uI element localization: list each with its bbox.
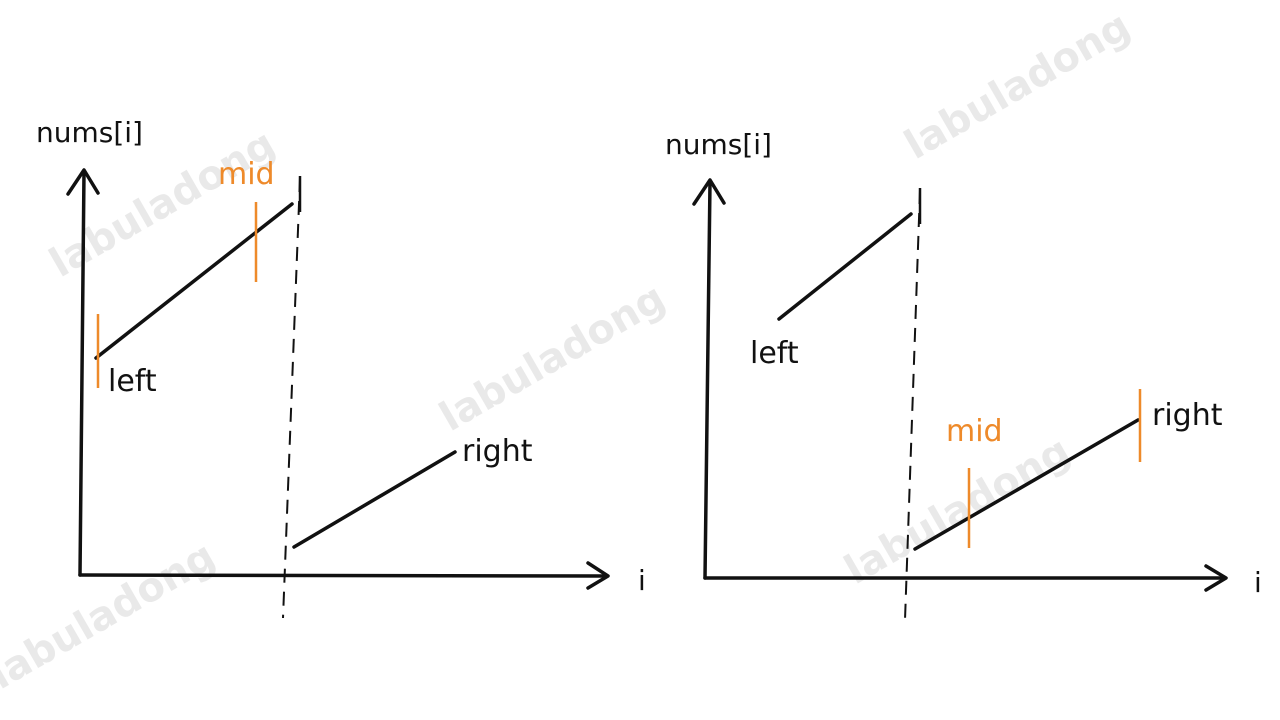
mid-label: mid (218, 157, 275, 192)
x-axis (78, 573, 608, 578)
lower-segment (913, 418, 1140, 551)
left-label: left (108, 364, 157, 399)
left-label: left (750, 336, 799, 371)
upper-segment (94, 202, 294, 360)
y-axis-arrowhead (692, 178, 726, 206)
watermark-4: labuladong (837, 428, 1078, 594)
x-axis-label: i (638, 564, 646, 597)
y-axis (703, 180, 712, 580)
upper-segment (777, 212, 913, 321)
y-axis-arrowhead (66, 168, 100, 196)
mid-label: mid (946, 414, 1003, 449)
right-label: right (462, 434, 533, 469)
diagram-left: nums[i] i mid left right (36, 116, 646, 619)
rotation-boundary (282, 177, 301, 619)
watermarks: labuladong labuladong labuladong labulad… (0, 3, 1138, 699)
y-axis-label: nums[i] (36, 116, 143, 149)
watermark-5: labuladong (0, 533, 223, 699)
x-axis-arrowhead (1204, 564, 1228, 592)
lower-segment (292, 450, 457, 549)
diagram-right: nums[i] i mid left right (665, 128, 1262, 621)
x-axis-arrowhead (586, 561, 610, 590)
y-axis-label: nums[i] (665, 128, 772, 161)
watermark-2: labuladong (432, 275, 673, 441)
y-axis (78, 170, 86, 577)
x-axis-label: i (1254, 566, 1262, 599)
right-label: right (1152, 398, 1223, 433)
watermark-3: labuladong (897, 3, 1138, 169)
rotation-boundary (904, 189, 921, 621)
